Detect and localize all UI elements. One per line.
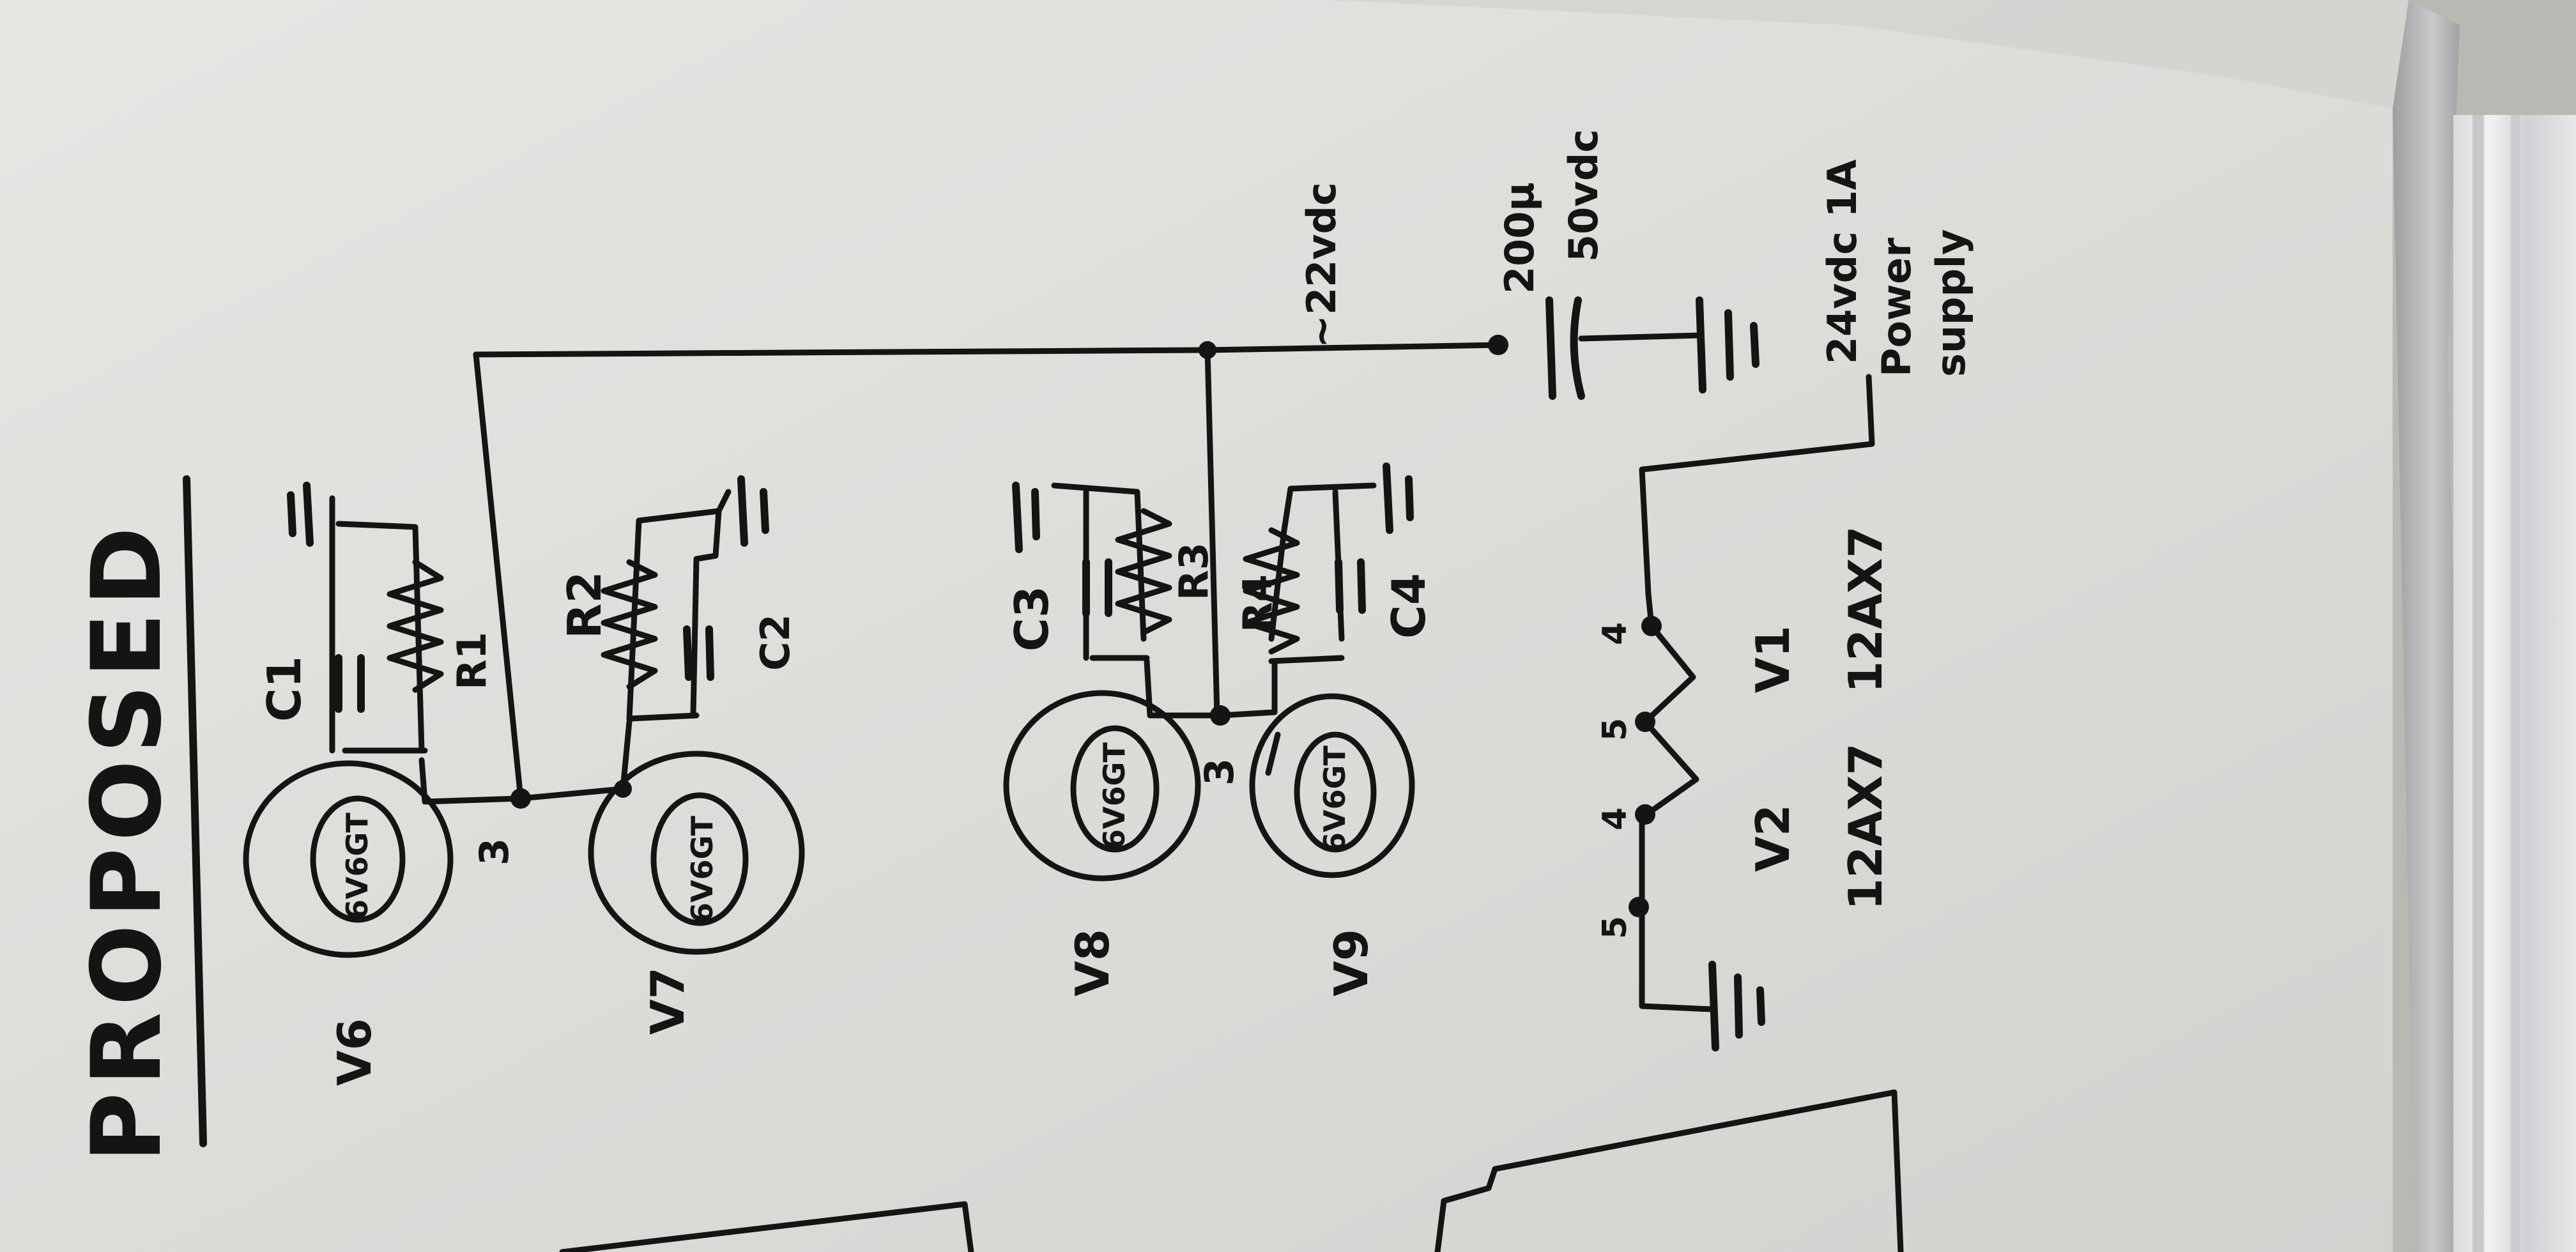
v8-type-label: 6V6GT — [1097, 742, 1131, 850]
cap-rating-label: 200μ — [1496, 182, 1543, 294]
ground-symbol — [1696, 296, 1759, 393]
v6-tube-inner — [310, 795, 406, 923]
v1-label: V1 — [1746, 625, 1800, 693]
r4-zigzag — [1243, 527, 1300, 655]
v9-tube-envelope — [1249, 693, 1415, 878]
r3-zigzag — [1115, 508, 1172, 636]
r1-label: R1 — [448, 632, 495, 690]
c2-r2-ground-lead — [626, 489, 732, 722]
c2-plate — [683, 625, 714, 681]
r2-zigzag — [601, 559, 658, 690]
v8-cathode-lead — [1144, 658, 1278, 719]
v8-tube-inner — [1070, 725, 1160, 853]
v6-tube-envelope — [243, 760, 454, 958]
pin-label: 4 — [1596, 622, 1634, 645]
c4-plate — [1335, 558, 1366, 614]
title-underline — [183, 475, 207, 1147]
lower-left-box — [559, 1201, 974, 1252]
pin3-label-left: 3 — [471, 838, 518, 866]
v9-tube-inner — [1294, 731, 1377, 853]
cathode-junction — [1210, 705, 1230, 726]
v7-type-label: 6V6GT — [685, 815, 719, 923]
v7-tube-inner — [650, 792, 749, 926]
heater-node — [1641, 616, 1662, 636]
title-text: PROPOSED — [72, 521, 183, 1163]
c1-plate — [335, 654, 365, 713]
c4-ground — [1383, 462, 1414, 534]
whiteboard-frame — [2393, 0, 2472, 1252]
c2-label: C2 — [752, 614, 799, 671]
v2-type-label: 12AX7 — [1839, 743, 1892, 910]
c4-label: C4 — [1382, 573, 1436, 639]
c1-label: C1 — [257, 656, 311, 722]
rail-junction — [1199, 341, 1216, 359]
main-cap-plate — [1545, 296, 1556, 400]
c3-plate — [1082, 558, 1112, 617]
lower-right-box — [1434, 1089, 1904, 1252]
main-cap-lead — [1578, 332, 1703, 342]
supply-voltage-label: ~22vdc — [1298, 182, 1345, 348]
r4-label: R4 — [1234, 574, 1281, 632]
v2-label: V2 — [1746, 804, 1800, 872]
heater-node — [1629, 897, 1649, 917]
r1-zigzag — [387, 559, 444, 693]
heater-node — [1635, 712, 1655, 732]
cap-voltage-label: 50vdc — [1560, 129, 1607, 262]
c2-ground — [737, 475, 769, 547]
c3-label: C3 — [1005, 586, 1059, 652]
v7-label: V7 — [641, 967, 694, 1035]
psu-label-line2: Power — [1873, 238, 1920, 377]
v1-type-label: 12AX7 — [1839, 526, 1892, 693]
rail-left-drop — [473, 351, 524, 802]
rail-center-drop — [1204, 347, 1220, 719]
whiteboard-frame-top — [1329, 0, 2409, 109]
v9-type-label: 6V6GT — [1317, 745, 1352, 853]
v9-grid-stub — [1265, 731, 1281, 776]
psu-label-line1: 24vdc 1A — [1819, 159, 1866, 364]
r2-label: R2 — [558, 571, 611, 639]
v6-type-label: 6V6GT — [340, 812, 374, 920]
whiteboard-surface — [0, 0, 2409, 1252]
pin3-label-right: 3 — [1196, 758, 1243, 786]
psu-lead — [1639, 374, 1875, 597]
v6-cathode-lead — [418, 757, 428, 805]
r3-label: R3 — [1170, 542, 1217, 600]
cathode-junction — [510, 788, 531, 809]
trim-groove — [2511, 115, 2520, 1252]
cap-junction — [1488, 335, 1508, 355]
heater-zigzag — [1639, 591, 1715, 1012]
pin-label: 4 — [1596, 807, 1634, 830]
v8-label: V8 — [1066, 929, 1119, 996]
c1-r1-ground-lead — [329, 495, 425, 754]
v8-tube-envelope — [1003, 690, 1201, 882]
main-cap-plate-curved — [1570, 296, 1585, 400]
v7-tube-envelope — [588, 751, 805, 955]
psu-label-line3: supply — [1928, 229, 1974, 377]
v6-label: V6 — [328, 1018, 381, 1086]
c1-ground — [287, 482, 314, 547]
pin-label: 5 — [1596, 718, 1634, 741]
c2-r2-bottom — [626, 712, 700, 722]
pin-label: 5 — [1596, 916, 1634, 939]
heater-node — [1635, 804, 1655, 825]
v9-label: V9 — [1324, 929, 1378, 996]
c4-r4-bottom — [1268, 655, 1345, 664]
heater-ground — [1708, 961, 1765, 1051]
c3-ground — [1012, 482, 1040, 553]
trim-groove — [2472, 115, 2484, 1252]
